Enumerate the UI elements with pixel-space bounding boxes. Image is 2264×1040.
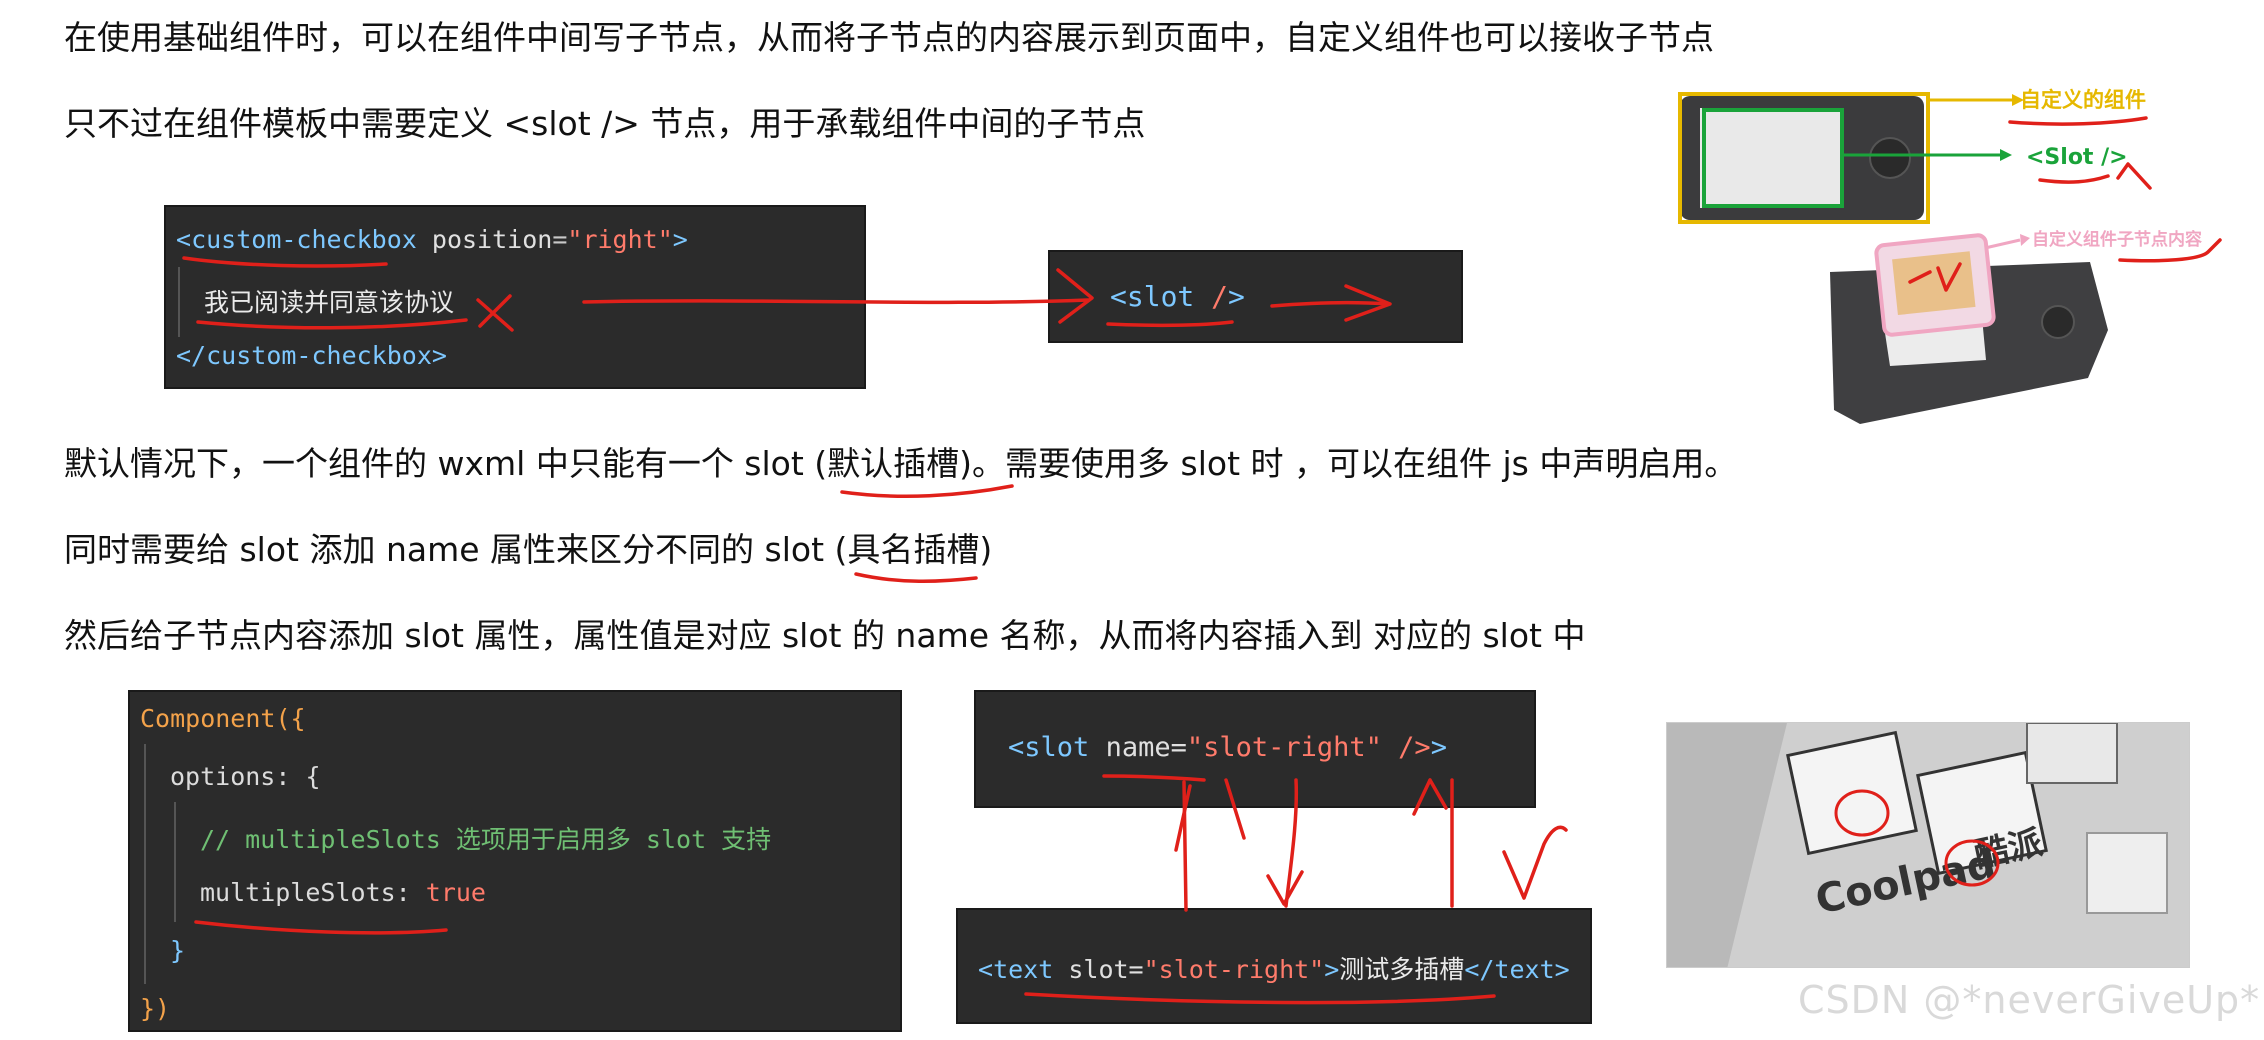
check-mark-card <box>1908 262 1962 292</box>
named-slot-value: "slot-right" <box>1186 732 1382 763</box>
underline-open-tag <box>182 256 388 268</box>
attr-name: position <box>431 225 553 254</box>
component-keyword: Component <box>140 704 276 733</box>
label-slot: <Slot /> <box>2026 145 2128 170</box>
arrow-to-slot <box>582 298 1090 305</box>
paragraph-3-part-a: 默认情况下，一个组件的 wxml 中只能有一个 slot <box>64 444 815 483</box>
text-close-tag: text <box>1494 955 1555 984</box>
paragraph-1: 在使用基础组件时，可以在组件中间写子节点，从而将子节点的内容展示到页面中，自定义… <box>64 18 1714 57</box>
connect-caret <box>1412 778 1448 816</box>
csdn-watermark: CSDN @*neverGiveUp* <box>1798 978 2261 1022</box>
underline-label-component <box>2008 116 2148 126</box>
underline-label-slot <box>2038 162 2152 190</box>
sim-card-inserted <box>1830 233 2108 424</box>
component-open-paren: ({ <box>275 704 306 733</box>
code-block-slot: <slot /> <box>1048 250 1463 343</box>
code-line-comment: // multipleSlots 选项用于启用多 slot 支持 <box>200 825 772 854</box>
paragraph-4-part-a: 同时需要给 slot 添加 name 属性来区分不同的 slot ( <box>64 530 848 569</box>
code-line-open-tag: <custom-checkbox position="right"> <box>176 225 688 254</box>
check-mark-text <box>1502 825 1568 900</box>
named-slot-tag: slot <box>1024 732 1090 763</box>
code-block-named-slot: <slot name="slot-right" />> <box>974 690 1536 808</box>
connect-line-3 <box>1224 778 1246 840</box>
label-child-content: 自定义组件子节点内容 <box>2032 229 2202 250</box>
text-slot-value: "slot-right" <box>1143 955 1325 984</box>
indent-guide <box>174 802 176 922</box>
connect-line-1 <box>1182 780 1188 912</box>
attr-value: "right" <box>567 225 673 254</box>
paragraph-4-part-c: ) <box>979 530 993 569</box>
text-tag: text <box>993 955 1054 984</box>
multipleslots-value: true <box>425 878 486 907</box>
text-content: 测试多插槽 <box>1339 955 1465 984</box>
paragraph-3-part-c: 。需要使用多 slot 时 ，可以在组件 js 中声明启用。 <box>972 444 1738 483</box>
underline-named-slot <box>854 572 978 583</box>
arrow-head-to-slot <box>1056 268 1094 324</box>
phone-photo-drawing: Coolpad 酷派 <box>1667 723 2189 967</box>
connect-arrow-head <box>1266 870 1304 906</box>
code-block-component: Component({ options: { // multipleSlots … <box>128 690 902 1032</box>
paragraph-3: 默认情况下，一个组件的 wxml 中只能有一个 slot (默认插槽)。需要使用… <box>64 442 1737 486</box>
open-tag-name: custom-checkbox <box>191 225 417 254</box>
slot-highlight-box <box>1702 108 1844 208</box>
code-line-multipleslots: multipleSlots: true <box>200 878 486 907</box>
slot-tag-name: slot <box>1126 280 1195 313</box>
underline-slot <box>1106 320 1234 328</box>
named-slot-term: 具名插槽 <box>847 530 980 569</box>
code-block-text-slot: <text slot="slot-right">测试多插槽</text> <box>956 908 1592 1024</box>
underline-label-children <box>2118 238 2222 263</box>
underline-content <box>196 318 468 330</box>
underline-default-slot <box>840 484 1014 499</box>
code-block-custom-checkbox: <custom-checkbox position="right"> 我已阅读并… <box>164 205 866 389</box>
indent-guide <box>178 267 180 337</box>
code-line-content: 我已阅读并同意该协议 <box>204 288 455 317</box>
label-custom-component: 自定义的组件 <box>2020 88 2146 112</box>
default-slot-term: (默认插槽) <box>814 444 973 483</box>
code-line-text-slot: <text slot="slot-right">测试多插槽</text> <box>978 955 1570 984</box>
code-line-close-component: }) <box>140 994 171 1023</box>
arrow-out-slot <box>1270 300 1390 308</box>
paragraph-4: 同时需要给 slot 添加 name 属性来区分不同的 slot (具名插槽) <box>64 528 992 572</box>
underline-multipleslots <box>194 920 448 935</box>
cross-mark <box>476 294 514 332</box>
component-highlight-box <box>1678 92 1930 224</box>
code-line-component: Component({ <box>140 704 306 733</box>
paragraph-2: 只不过在组件模板中需要定义 <slot /> 节点，用于承载组件中间的子节点 <box>64 104 1146 143</box>
multipleslots-key: multipleSlots: <box>200 878 426 907</box>
slot-self-close: / <box>1211 280 1229 313</box>
text-slot-attr: slot= <box>1068 955 1144 984</box>
arrow-head-out-slot <box>1344 284 1392 322</box>
children-arrow <box>1984 238 2021 250</box>
close-tag-name: custom-checkbox <box>206 341 432 370</box>
sim-adapter-outer <box>1680 96 1924 220</box>
named-slot-end: /> <box>1381 732 1431 763</box>
code-line-close-tag: </custom-checkbox> <box>176 341 447 370</box>
connect-line-2 <box>1174 784 1192 852</box>
code-line-slot: <slot /> <box>1110 280 1245 313</box>
underline-text-slot <box>1024 992 1496 1005</box>
underline-name-attr <box>1102 774 1206 782</box>
indent-guide <box>144 744 146 984</box>
connect-line-4 <box>1284 778 1299 908</box>
paragraph-5: 然后给子节点内容添加 slot 属性，属性值是对应 slot 的 name 名称… <box>64 616 1586 655</box>
named-slot-attr: name= <box>1105 732 1187 763</box>
code-line-options: options: { <box>170 762 321 791</box>
code-line-named-slot: <slot name="slot-right" />> <box>1008 732 1447 763</box>
phone-sim-slot-photo: Coolpad 酷派 <box>1666 722 2190 968</box>
code-line-close-options: } <box>170 936 186 965</box>
